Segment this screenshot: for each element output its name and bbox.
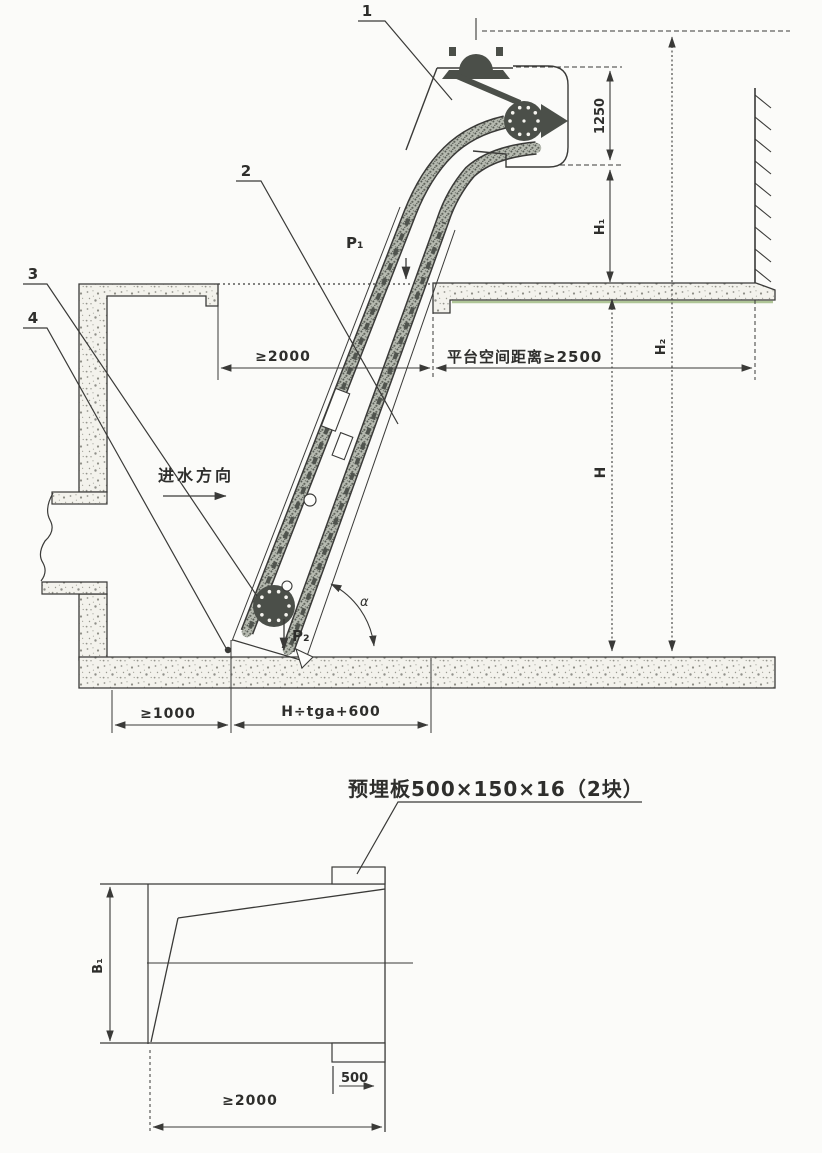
callout-4: 4 [23, 309, 227, 649]
dim-platform-label: 平台空间距离≥2500 [447, 348, 602, 366]
dim-h-label: H [593, 466, 609, 479]
flow-direction-label: 进水方向 [158, 466, 234, 485]
force-p2: P₂ [279, 619, 310, 651]
chain-band-rear [281, 141, 542, 656]
dim-plate-500-label: 500 [341, 1071, 368, 1086]
dim-h: H [593, 298, 616, 652]
anchor-dot [224, 646, 232, 654]
callout-1: 1 [358, 2, 453, 101]
force-p1-label: P₁ [346, 234, 364, 252]
dim-b1: B₁ [91, 886, 114, 1042]
guide-roller [303, 493, 317, 507]
dim-opening-label: ≥2000 [255, 349, 311, 365]
elevation-dimensions: ≥2000 平台空间距离≥2500 1250 H₁ H H₂ [114, 36, 753, 729]
right-wall-hatched [754, 88, 772, 283]
channel-structure [39, 88, 776, 689]
dim-platform-clearance: 平台空间距离≥2500 [435, 348, 753, 372]
dim-1250: 1250 [593, 70, 614, 161]
plate-note: 预埋板500×150×16（2块） [348, 777, 644, 875]
dim-floor-left-1000: ≥1000 [114, 706, 229, 729]
left-wall-lower [78, 593, 108, 661]
inlet-pipe [39, 491, 108, 595]
angle-alpha: α [330, 583, 377, 647]
force-p1: P₁ [346, 234, 411, 280]
chain-band-front [240, 115, 511, 638]
dim-b1-label: B₁ [91, 958, 106, 974]
callout-2-label: 2 [241, 162, 251, 180]
dim-floor-span: H÷tga+600 [233, 704, 429, 729]
drive-motor [442, 18, 522, 106]
screen-machine [224, 18, 569, 670]
pipe-break-line [39, 492, 54, 582]
reference-lines [111, 30, 790, 733]
channel-floor [78, 656, 776, 689]
dim-opening-2000: ≥2000 [220, 349, 431, 372]
callout-1-label: 1 [362, 2, 372, 20]
dim-h1: H₁ [593, 169, 614, 283]
rake-carriage [331, 431, 354, 461]
dim-plan-length-label: ≥2000 [222, 1093, 278, 1109]
head-sprocket [504, 101, 568, 141]
plan-outline [100, 866, 413, 1132]
callout-4-label: 4 [28, 309, 38, 327]
right-platform-slab [432, 282, 776, 314]
embedded-plate-top [331, 866, 386, 885]
plan-dimensions: B₁ ≥2000 500 [91, 886, 383, 1132]
dim-h1-label: H₁ [593, 219, 608, 236]
discharge-cone [541, 104, 568, 138]
left-platform-and-wall [78, 283, 219, 493]
callout-3-label: 3 [28, 265, 38, 283]
dim-floor-span-label: H÷tga+600 [281, 704, 381, 720]
dim-h2-label: H₂ [654, 339, 669, 356]
flow-direction: 进水方向 [158, 466, 234, 501]
callout-3: 3 [23, 265, 258, 597]
force-p2-label: P₂ [292, 627, 310, 645]
rake-carriage [320, 387, 351, 432]
angle-alpha-label: α [360, 595, 369, 610]
callouts: 1 2 3 4 [23, 2, 453, 649]
dim-h2: H₂ [654, 36, 676, 652]
dim-plan-length: ≥2000 [149, 1050, 383, 1132]
dim-floor-left-label: ≥1000 [140, 706, 196, 722]
dim-1250-label: 1250 [593, 98, 608, 134]
plate-note-label: 预埋板500×150×16（2块） [348, 777, 644, 801]
elevation-view: ≥2000 平台空间距离≥2500 1250 H₁ H H₂ [23, 2, 790, 733]
dim-plate-500: 500 [332, 1066, 375, 1094]
plan-view: 预埋板500×150×16（2块） B₁ ≥2000 500 [91, 777, 644, 1132]
embedded-plate-bottom [331, 1042, 386, 1063]
callout-2: 2 [236, 162, 399, 425]
bottom-sprocket [224, 580, 314, 670]
